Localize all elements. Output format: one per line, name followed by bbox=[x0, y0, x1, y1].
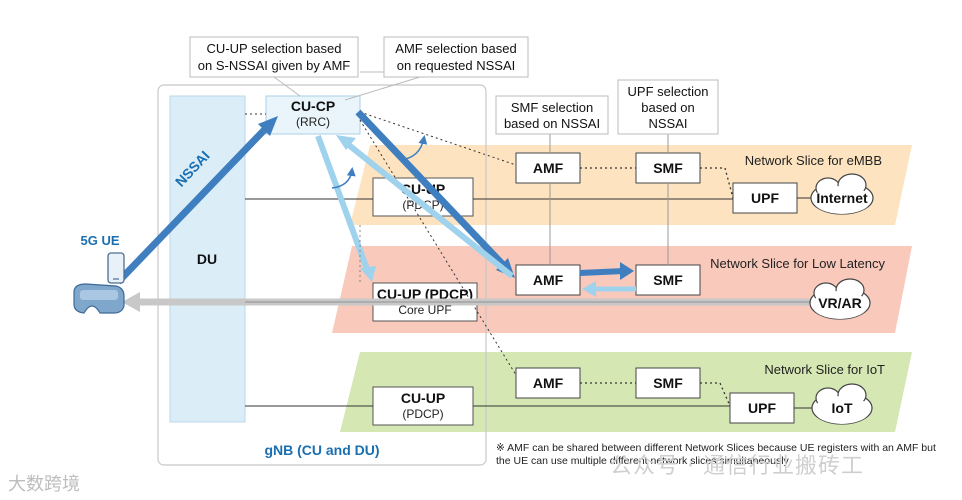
du-label: DU bbox=[197, 251, 217, 267]
iot-cloud-label: IoT bbox=[832, 400, 853, 416]
smf-embb-label: SMF bbox=[653, 160, 683, 176]
amf-embb-label: AMF bbox=[533, 160, 564, 176]
phone-icon bbox=[107, 252, 125, 284]
vrar-label: VR/AR bbox=[818, 295, 862, 311]
amf-ll-label: AMF bbox=[533, 272, 564, 288]
gnb-label: gNB (CU and DU) bbox=[264, 442, 379, 458]
ue-nssai-arrow bbox=[115, 121, 273, 285]
cu-up-bottom-sub: (PDCP) bbox=[402, 407, 443, 421]
amf-callout-line1: AMF selection based bbox=[395, 41, 516, 56]
internet-label: Internet bbox=[816, 190, 868, 206]
upf-callout-line3: NSSAI bbox=[648, 116, 687, 131]
cu-up-mid-sub: Core UPF bbox=[398, 303, 451, 317]
amf-cu-cp-return-arrowhead bbox=[336, 135, 356, 150]
smf-callout-line1: SMF selection bbox=[511, 100, 593, 115]
cu-up-bottom-label: CU-UP bbox=[401, 390, 445, 406]
upf-selection-callout bbox=[617, 79, 719, 135]
ue-nssai-arrowhead bbox=[258, 116, 278, 136]
cu-cp-label: CU-CP bbox=[291, 98, 335, 114]
upf-callout-line2: based on bbox=[641, 100, 695, 115]
upf-embb-box bbox=[732, 182, 798, 214]
internet-cloud: Internet bbox=[810, 173, 874, 215]
curved-arrow-cu-up bbox=[331, 167, 356, 189]
amf-selection-callout bbox=[383, 36, 529, 78]
vr-headset-icon bbox=[73, 283, 125, 314]
upf-embb-label: UPF bbox=[751, 190, 779, 206]
cu-up-callout-line1: CU-UP selection based bbox=[207, 41, 342, 56]
upf-iot-box bbox=[729, 392, 795, 424]
amf-iot-box bbox=[515, 367, 581, 399]
watermark-left: 大数跨境 bbox=[8, 474, 80, 495]
amf-iot-label: AMF bbox=[533, 375, 564, 391]
cu-cp-cu-up-arrow bbox=[315, 134, 371, 274]
du-block bbox=[169, 95, 246, 423]
cu-cp-sub: (RRC) bbox=[296, 115, 330, 129]
cu-up-mid-label: CU-UP (PDCP) bbox=[377, 286, 473, 302]
iot-cloud: IoT bbox=[811, 383, 873, 425]
ue-label: 5G UE bbox=[80, 233, 119, 248]
smf-callout-line2: based on NSSAI bbox=[504, 116, 600, 131]
vrar-cloud: VR/AR bbox=[809, 278, 871, 320]
amf-smf-ll-arrowhead bbox=[620, 262, 634, 280]
cu-cp-cu-up-arrowhead bbox=[360, 266, 376, 282]
cu-cp-amf-ll-arrow bbox=[355, 109, 511, 273]
slice-label-low-latency: Network Slice for Low Latency bbox=[710, 256, 885, 271]
amf-ll-box bbox=[515, 264, 581, 296]
smf-upf-embb-link-b bbox=[724, 167, 734, 199]
smf-upf-iot-link-b bbox=[719, 382, 731, 407]
amf-cu-cp-return-arrow bbox=[343, 139, 514, 279]
smf-iot-label: SMF bbox=[653, 375, 683, 391]
footnote: ※ AMF can be shared between different Ne… bbox=[496, 442, 936, 467]
ue-vrar-arrowhead bbox=[122, 292, 140, 312]
smf-ll-label: SMF bbox=[653, 272, 683, 288]
smf-ll-box bbox=[635, 264, 701, 296]
smf-selection-callout bbox=[495, 95, 609, 135]
amf-smf-ll-arrow bbox=[579, 268, 625, 276]
upf-iot-label: UPF bbox=[748, 400, 776, 416]
amf-embb-box bbox=[515, 152, 581, 184]
cu-up-callout-pointer bbox=[273, 76, 301, 97]
smf-iot-box bbox=[635, 367, 701, 399]
smf-amf-ll-return-arrowhead bbox=[582, 281, 596, 297]
cu-up-callout-line2: on S-NSSAI given by AMF bbox=[198, 58, 351, 73]
upf-callout-line1: UPF selection bbox=[628, 84, 709, 99]
cu-up-selection-callout bbox=[189, 36, 359, 78]
watermark-right: 公众号 · 通信行业搬砖工 bbox=[610, 454, 864, 479]
amf-callout-pointer-line bbox=[344, 76, 421, 101]
amf-callout-line2: on requested NSSAI bbox=[397, 58, 516, 73]
curved-arrow-amf bbox=[399, 135, 428, 161]
cu-cp-box bbox=[265, 95, 361, 135]
slice-label-embb: Network Slice for eMBB bbox=[745, 153, 882, 168]
gnb-frame bbox=[157, 84, 487, 466]
slice-label-iot: Network Slice for IoT bbox=[764, 362, 885, 377]
